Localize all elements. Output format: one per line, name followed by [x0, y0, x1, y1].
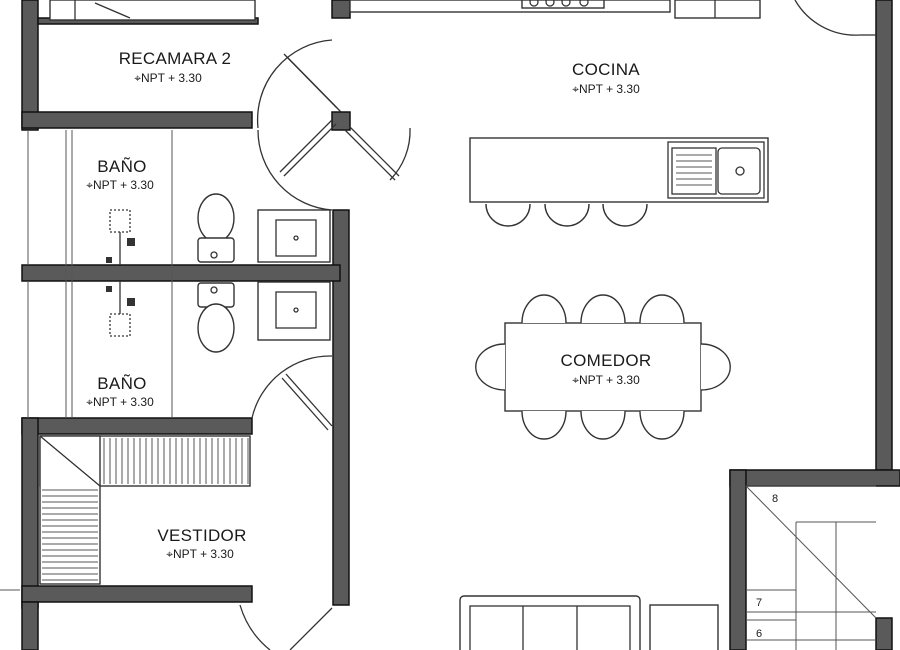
- wall-bath-kitchen: [332, 209, 350, 606]
- shower-drain-lower: [109, 313, 131, 337]
- level-marker-icon: ⌖: [134, 71, 141, 85]
- toilet-upper: [197, 193, 235, 243]
- stair-step-7: 7: [756, 597, 762, 609]
- dining-set: [475, 294, 731, 440]
- sink-upper: [257, 209, 331, 263]
- kitchen-counter-top: [349, 0, 876, 36]
- door-swing-bath-2: [251, 355, 333, 419]
- window-lines: [0, 130, 173, 591]
- kitchen-sink: [717, 147, 761, 195]
- door-swing-bath: [257, 129, 333, 211]
- level-marker-icon: ⌖: [86, 395, 93, 409]
- room-level-comedor: ⌖NPT + 3.30: [572, 373, 640, 387]
- wall-vestidor-top: [21, 417, 253, 435]
- wall-left-lower: [21, 601, 39, 650]
- door-swing-recamara: [256, 39, 333, 129]
- room-level-recamara-2: ⌖NPT + 3.30: [134, 71, 202, 85]
- room-level-vestidor: ⌖NPT + 3.30: [166, 547, 234, 561]
- door-jamb-post: [331, 111, 351, 131]
- wall-stub-top: [331, 0, 351, 19]
- wall-between-baths: [21, 264, 341, 282]
- stool-2: [544, 203, 590, 227]
- sink-drainboard: [671, 147, 717, 195]
- room-name-comedor: COMEDOR: [561, 351, 652, 370]
- wall-recamara-bottom: [21, 111, 253, 129]
- kitchen-island: [469, 137, 769, 227]
- toilet-lower: [197, 303, 235, 353]
- sofa: [459, 595, 719, 650]
- closet-shelving: [39, 435, 251, 585]
- bath-fixtures: [106, 193, 331, 353]
- bed-edge: [49, 0, 256, 21]
- wall-stair-post: [875, 617, 893, 650]
- wall-stair-left: [729, 469, 747, 650]
- stair-step-8: 8: [772, 493, 778, 505]
- room-name-vestidor: VESTIDOR: [157, 526, 246, 545]
- level-marker-icon: ⌖: [86, 178, 93, 192]
- wall-vestidor-left: [21, 417, 39, 609]
- wall-right-upper: [875, 0, 893, 471]
- wall-vestidor-bottom: [21, 585, 253, 603]
- room-name-cocina: COCINA: [572, 60, 640, 79]
- stool-1: [485, 203, 531, 227]
- level-marker-icon: ⌖: [572, 82, 579, 96]
- walls: [21, 0, 900, 650]
- door-swing-bottom: [239, 604, 271, 650]
- room-name-bano-lower: BAÑO: [97, 374, 146, 393]
- doors: [239, 39, 411, 650]
- room-level-bano-lower: ⌖NPT + 3.30: [86, 395, 154, 409]
- room-name-recamara-2: RECAMARA 2: [119, 49, 232, 68]
- room-name-bano-upper: BAÑO: [97, 157, 146, 176]
- shower-drain-upper: [109, 209, 131, 233]
- room-level-bano-upper: ⌖NPT + 3.30: [86, 178, 154, 192]
- wall-stair-top: [729, 469, 900, 487]
- room-labels: RECAMARA 2 ⌖NPT + 3.30 COCINA ⌖NPT + 3.3…: [86, 49, 651, 561]
- dining-table: [504, 322, 702, 412]
- room-level-cocina: ⌖NPT + 3.30: [572, 82, 640, 96]
- stool-3: [602, 203, 648, 227]
- stairs: 8 7 6: [745, 485, 877, 650]
- stair-step-6: 6: [756, 628, 762, 640]
- level-marker-icon: ⌖: [572, 373, 579, 387]
- wall-left-upper: [21, 0, 39, 131]
- door-swing-kitchen: [389, 127, 411, 181]
- level-marker-icon: ⌖: [166, 547, 173, 561]
